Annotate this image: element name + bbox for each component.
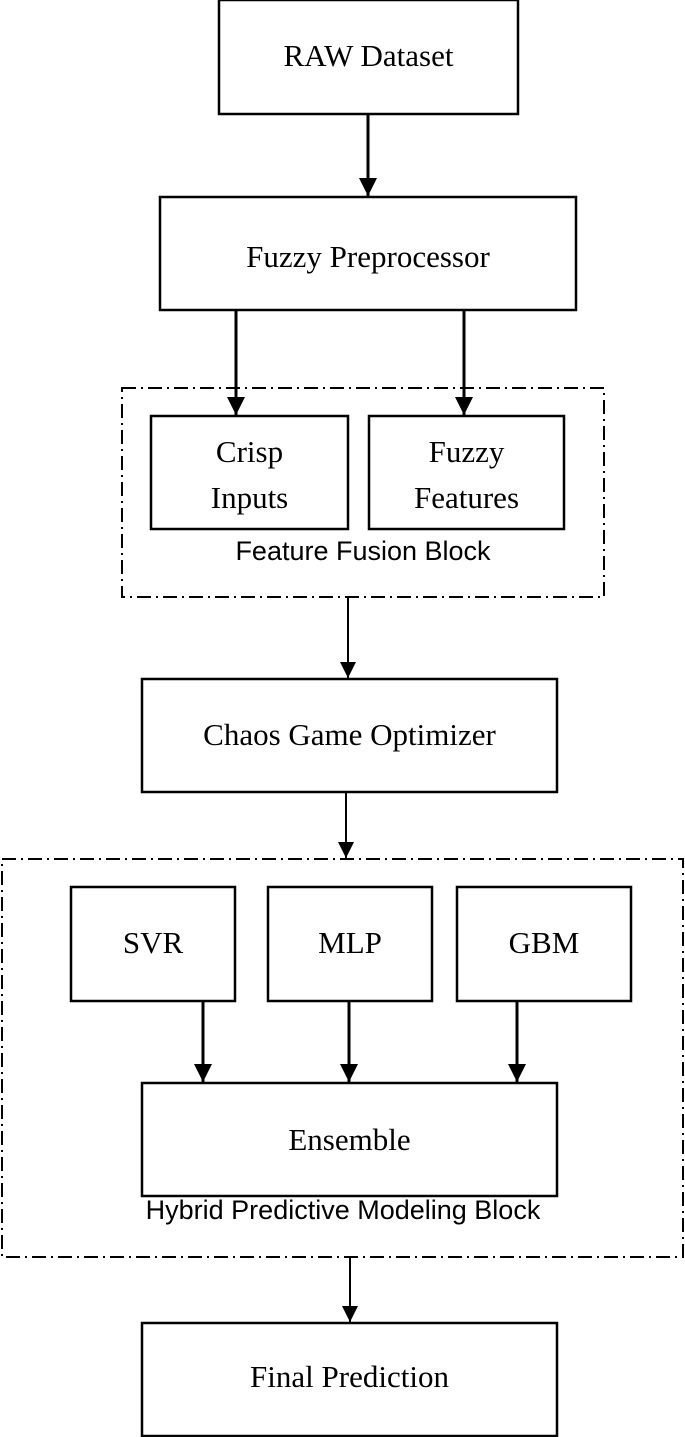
node-fuzzy-preprocessor-box [158, 195, 578, 312]
node-mlp-label: MLP [318, 925, 382, 960]
hybrid-predictive-modeling-block-label: Hybrid Predictive Modeling Block [146, 1195, 541, 1225]
node-fuzzy-features-label-line-1: Fuzzy [429, 434, 505, 469]
node-crisp-inputs: Crisp Inputs [149, 414, 350, 531]
node-ensemble-box [140, 1081, 559, 1198]
node-raw-dataset-label: RAW Dataset [284, 38, 454, 73]
hybrid-predictive-modeling-block: Hybrid Predictive Modeling Block [1, 858, 684, 1258]
node-svr-label: SVR [123, 925, 184, 960]
feature-fusion-block-label: Feature Fusion Block [235, 536, 491, 566]
feature-fusion-block-border [121, 387, 605, 598]
node-fuzzy-features-label-line-2: Features [414, 480, 519, 515]
node-svr: SVR [69, 885, 237, 1003]
node-ensemble: Ensemble [140, 1081, 559, 1198]
node-mlp: MLP [266, 885, 434, 1003]
node-chaos-game-optimizer: Chaos Game Optimizer [140, 677, 559, 794]
node-fuzzy-features: Fuzzy Features [367, 414, 566, 531]
hybrid-predictive-modeling-block-border [1, 858, 684, 1258]
node-gbm: GBM [455, 885, 633, 1003]
node-crisp-inputs-label-line-1: Crisp [216, 434, 283, 469]
node-final-prediction-label: Final Prediction [250, 1359, 449, 1394]
node-chaos-game-optimizer-box [140, 677, 559, 794]
node-raw-dataset: RAW Dataset [217, 0, 520, 116]
node-mlp-box [266, 885, 434, 1003]
node-gbm-box [455, 885, 633, 1003]
node-final-prediction: Final Prediction [140, 1321, 559, 1437]
node-svr-box [69, 885, 237, 1003]
node-crisp-inputs-box [149, 414, 350, 531]
node-chaos-game-optimizer-label: Chaos Game Optimizer [203, 717, 496, 752]
node-crisp-inputs-label-line-2: Inputs [211, 480, 289, 515]
node-gbm-label: GBM [509, 925, 580, 960]
node-final-prediction-box [140, 1321, 559, 1437]
node-fuzzy-preprocessor: Fuzzy Preprocessor [158, 195, 578, 312]
node-ensemble-label: Ensemble [288, 1122, 410, 1157]
node-fuzzy-features-box [367, 414, 566, 531]
feature-fusion-block: Feature Fusion Block [121, 387, 605, 598]
node-fuzzy-preprocessor-label: Fuzzy Preprocessor [246, 239, 490, 274]
